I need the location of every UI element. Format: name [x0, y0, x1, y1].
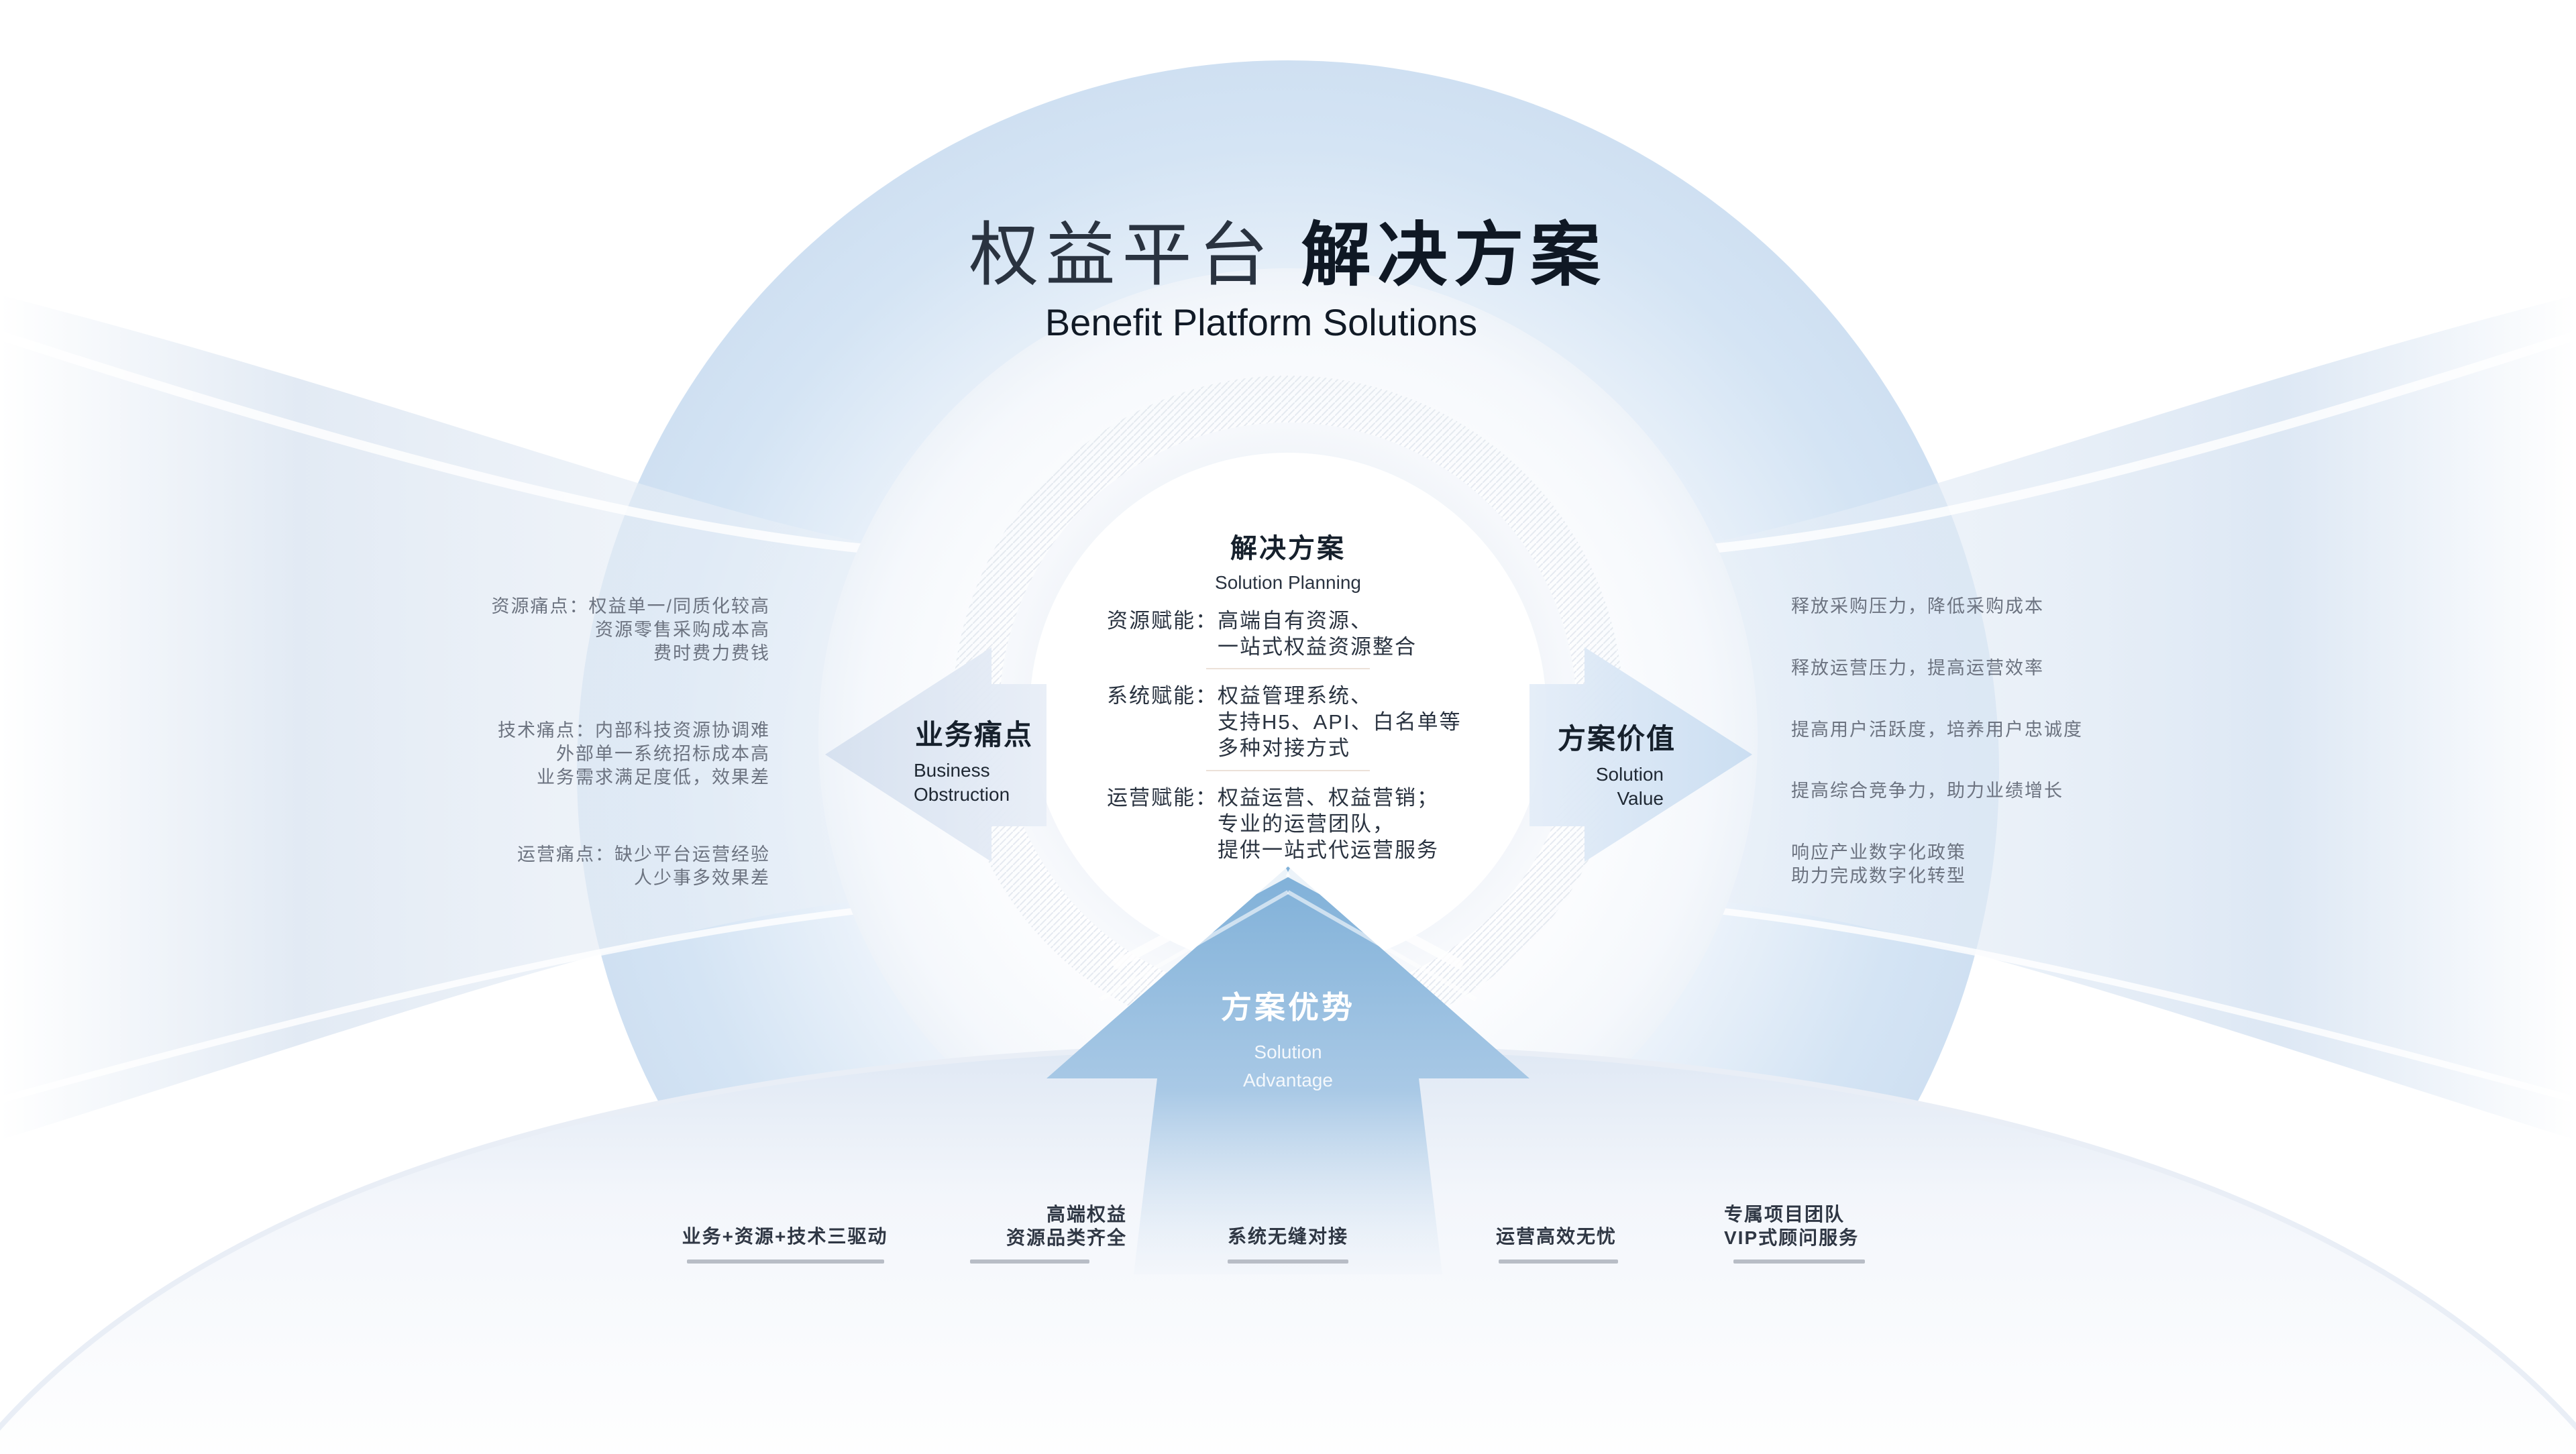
left-hub-cn: 业务痛点: [915, 719, 1034, 750]
diagram-title: 权益平台 解决方案: [0, 198, 2576, 299]
advantage-item: 运营高效无忧: [1495, 1226, 1617, 1247]
advantage-underline: [970, 1260, 1089, 1264]
advantage-underline: [1499, 1260, 1618, 1264]
solution-advantage-hub: 方案优势 Solution Advantage: [1134, 983, 1442, 1095]
value-item: 提高综合竞争力，助力业绩增长: [1791, 781, 2063, 801]
value-item: 响应产业数字化政策 助力完成数字化转型: [1791, 842, 1966, 886]
center-heading-en: Solution Planning: [1215, 572, 1361, 593]
solution-text: 权益运营、权益营销； 专业的运营团队， 提供一站式代运营服务: [1218, 786, 1439, 862]
solution-text: 高端自有资源、 一站式权益资源整合: [1218, 609, 1417, 659]
divider: [1206, 668, 1370, 669]
solution-item-system: 系统赋能：权益管理系统、 支持H5、API、白名单等 多种对接方式: [1107, 683, 1483, 761]
solution-label: 系统赋能：: [1107, 684, 1218, 708]
solution-item-operation: 运营赋能：权益运营、权益营销； 专业的运营团队， 提供一站式代运营服务: [1107, 785, 1483, 863]
left-hub-en: Business Obstruction: [914, 760, 1010, 805]
bottom-hub-en: Solution Advantage: [1243, 1042, 1333, 1090]
solution-text: 权益管理系统、 支持H5、API、白名单等 多种对接方式: [1218, 684, 1462, 760]
pain-point-technology: 技术痛点：内部科技资源协调难 外部单一系统招标成本高 业务需求满足度低，效果差: [498, 720, 770, 787]
advantage-underline: [1228, 1260, 1348, 1264]
advantage-underline: [1733, 1260, 1865, 1264]
center-heading: 解决方案 Solution Planning: [1140, 526, 1436, 594]
pain-point-resource: 资源痛点：权益单一/同质化较高 资源零售采购成本高 费时费力费钱: [491, 596, 770, 663]
title-bold: 解决方案: [1301, 217, 1607, 294]
solution-item-resource: 资源赋能：高端自有资源、 一站式权益资源整合: [1107, 608, 1483, 660]
business-obstruction-hub: 业务痛点 Business Obstruction: [885, 712, 1073, 807]
right-hub-en: Solution Value: [1595, 764, 1664, 809]
advantage-item: 专属项目团队 VIP式顾问服务: [1724, 1204, 1860, 1248]
right-hub-cn: 方案价值: [1558, 723, 1676, 754]
advantage-item: 系统无缝对接: [1227, 1226, 1348, 1247]
value-item: 释放采购压力，降低采购成本: [1791, 596, 2044, 616]
solution-value-hub: 方案价值 Solution Value: [1543, 716, 1717, 811]
solution-label: 运营赋能：: [1107, 786, 1218, 809]
pain-point-operation: 运营痛点：缺少平台运营经验 人少事多效果差: [517, 844, 770, 888]
center-heading-cn: 解决方案: [1230, 534, 1346, 563]
divider: [1206, 770, 1370, 771]
advantage-underline: [687, 1260, 884, 1264]
diagram-subtitle: Benefit Platform Solutions: [1044, 301, 1478, 343]
bottom-hub-cn: 方案优势: [1221, 990, 1355, 1025]
value-item: 提高用户活跃度，培养用户忠诚度: [1791, 720, 2083, 740]
solution-label: 资源赋能：: [1107, 609, 1218, 632]
title-light: 权益平台: [969, 217, 1275, 294]
advantage-item: 业务+资源+技术三驱动: [682, 1226, 888, 1247]
advantage-item: 高端权益 资源品类齐全: [1006, 1204, 1127, 1248]
value-item: 释放运营压力，提高运营效率: [1791, 658, 2044, 678]
